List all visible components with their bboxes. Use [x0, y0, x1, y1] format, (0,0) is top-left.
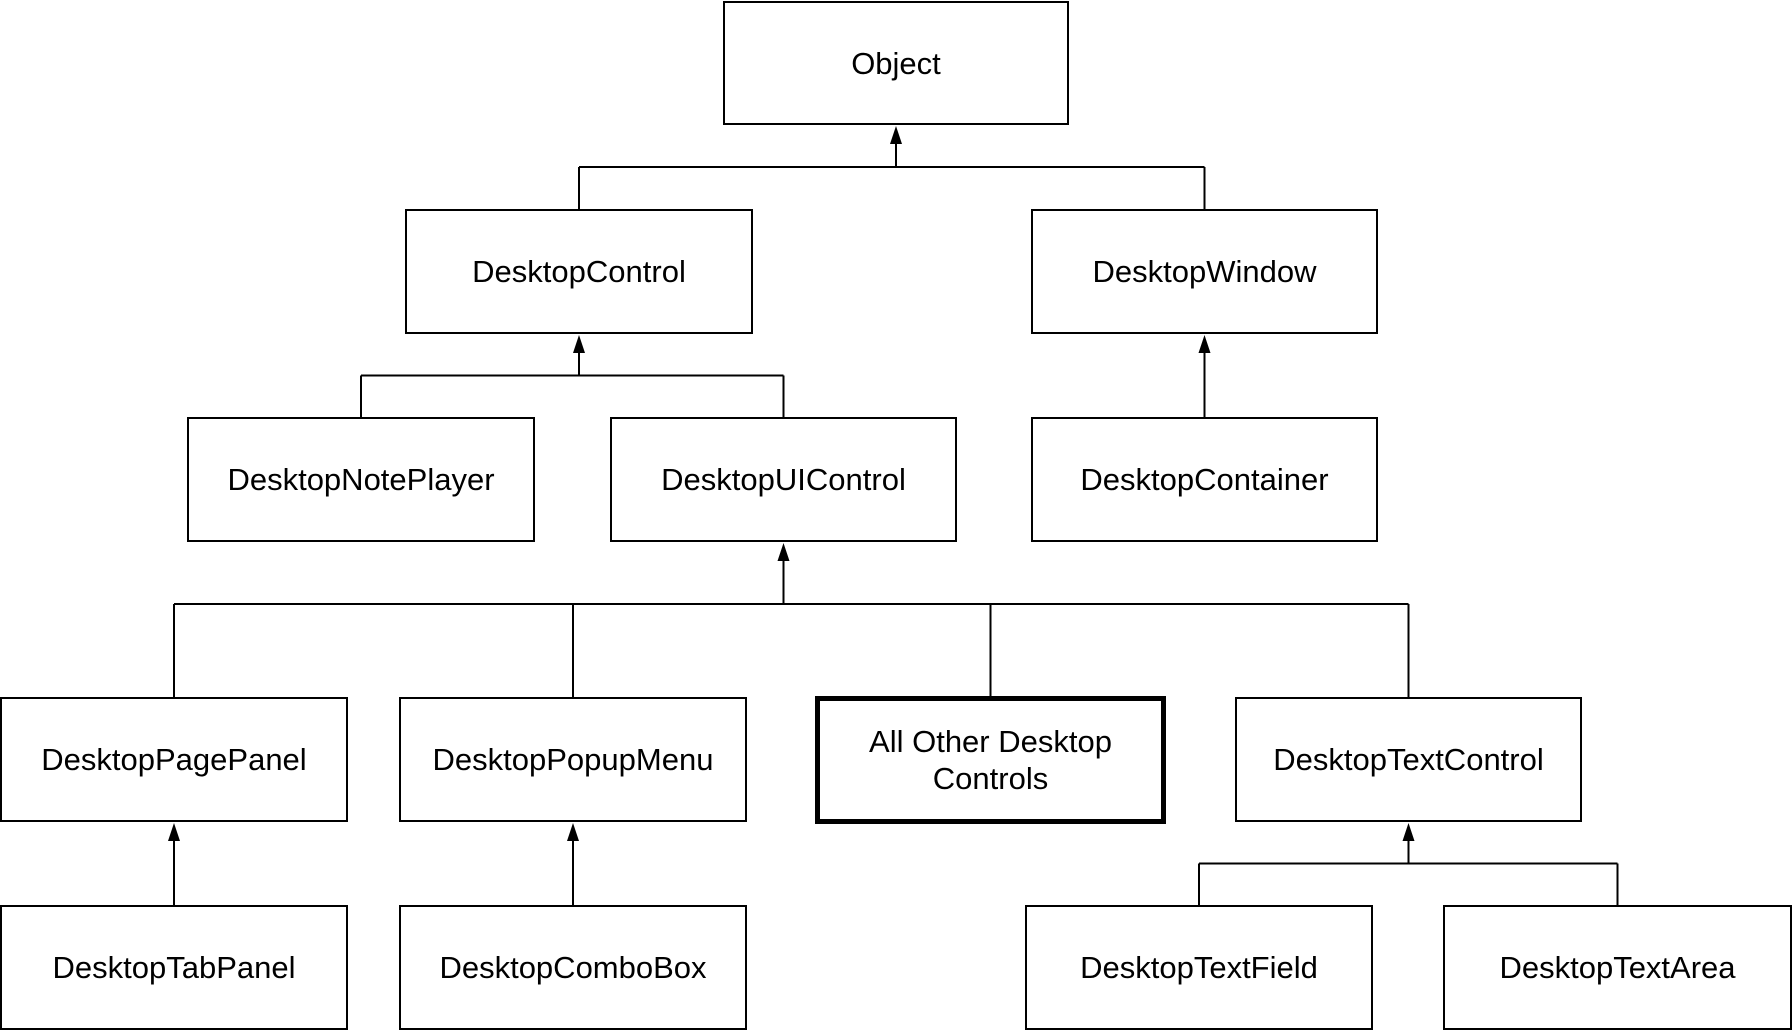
desktop-popup-menu-label: DesktopPopupMenu — [432, 742, 714, 777]
arrowhead-desktop_control — [573, 335, 585, 353]
arrowhead-object — [890, 126, 902, 144]
all-other-desktop-controls-node: All Other Desktop Controls — [815, 696, 1166, 824]
all-other-label-line2: Controls — [932, 761, 1049, 796]
all-other-label-line1: All Other Desktop — [869, 724, 1112, 759]
desktop-control-label: DesktopControl — [472, 254, 686, 289]
arrowhead-desktop_window — [1198, 335, 1211, 353]
desktop-ui-control-label: DesktopUIControl — [661, 462, 906, 497]
arrowhead-desktop_popup_menu — [567, 823, 579, 841]
desktop-note-player-node: DesktopNotePlayer — [187, 417, 535, 542]
desktop-page-panel-node: DesktopPagePanel — [0, 697, 348, 822]
desktop-ui-control-node: DesktopUIControl — [610, 417, 957, 542]
desktop-note-player-label: DesktopNotePlayer — [227, 462, 495, 497]
desktop-container-label: DesktopContainer — [1080, 462, 1329, 497]
desktop-page-panel-label: DesktopPagePanel — [41, 742, 307, 777]
desktop-text-area-label: DesktopTextArea — [1499, 950, 1736, 985]
desktop-popup-menu-node: DesktopPopupMenu — [399, 697, 747, 822]
desktop-text-field-node: DesktopTextField — [1025, 905, 1373, 1030]
desktop-container-node: DesktopContainer — [1031, 417, 1378, 542]
desktop-tab-panel-label: DesktopTabPanel — [52, 950, 296, 985]
arrowhead-desktop_ui_control — [777, 543, 790, 561]
desktop-text-control-node: DesktopTextControl — [1235, 697, 1582, 822]
desktop-text-field-label: DesktopTextField — [1080, 950, 1318, 985]
desktop-combo-box-node: DesktopComboBox — [399, 905, 747, 1030]
arrowhead-desktop_page_panel — [168, 823, 180, 841]
desktop-control-node: DesktopControl — [405, 209, 753, 334]
desktop-window-label: DesktopWindow — [1092, 254, 1317, 289]
desktop-tab-panel-node: DesktopTabPanel — [0, 905, 348, 1030]
desktop-window-node: DesktopWindow — [1031, 209, 1378, 334]
desktop-text-control-label: DesktopTextControl — [1273, 742, 1544, 777]
arrowhead-desktop_text_control — [1402, 823, 1415, 841]
object-node: Object — [723, 1, 1069, 125]
desktop-combo-box-label: DesktopComboBox — [439, 950, 707, 985]
object-label: Object — [851, 45, 941, 81]
desktop-text-area-node: DesktopTextArea — [1443, 905, 1792, 1030]
